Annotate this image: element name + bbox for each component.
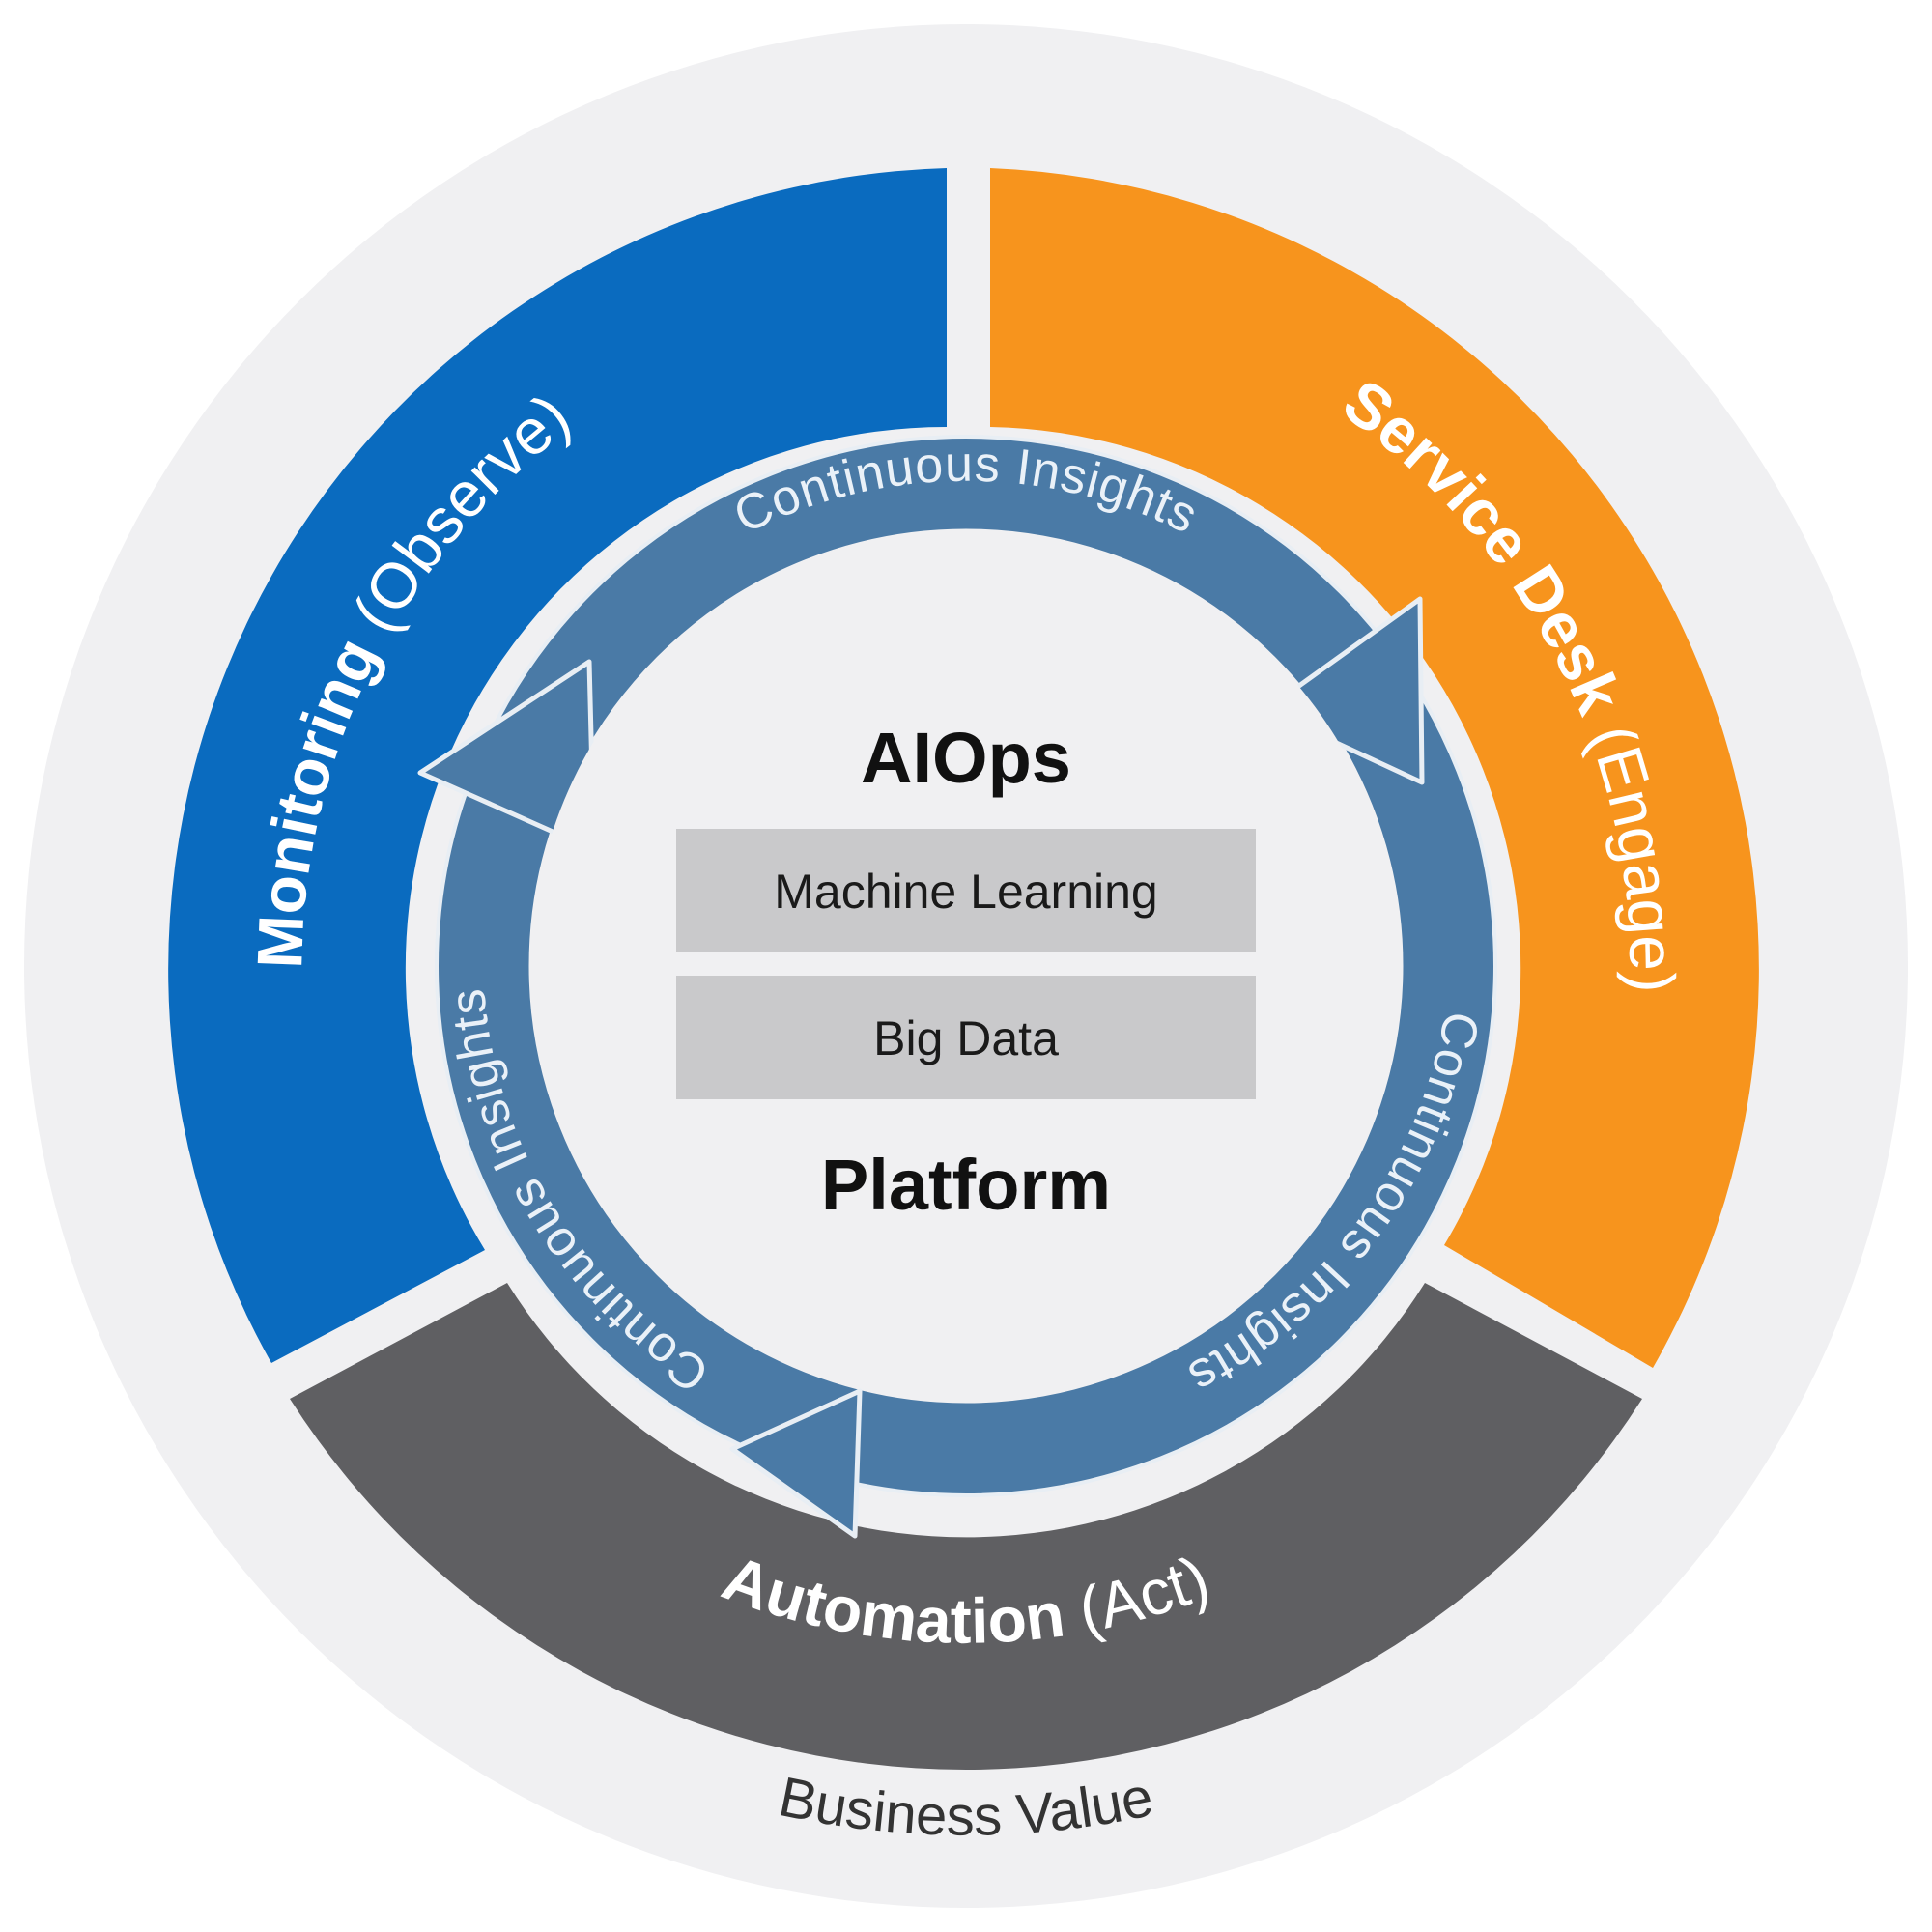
- big-data-box: [676, 976, 1256, 1099]
- insights-ring: [437, 437, 1495, 1495]
- service-desk-segment: [990, 168, 1759, 1368]
- arrow-head-bottom: [729, 1388, 863, 1539]
- automation-segment: [290, 1283, 1642, 1771]
- continuous-insights-loop: [417, 435, 1497, 1539]
- machine-learning-box: [676, 829, 1256, 952]
- inner-disc: [531, 531, 1401, 1401]
- machine-learning-label: Machine Learning: [774, 865, 1158, 919]
- arrow-head-top-right: [1263, 596, 1425, 785]
- aiops-title: AIOps: [861, 718, 1071, 798]
- platform-title: Platform: [821, 1145, 1111, 1225]
- monitoring-segment: [168, 168, 947, 1363]
- big-data-label: Big Data: [873, 1011, 1059, 1065]
- insights-ring-outline: [435, 435, 1497, 1497]
